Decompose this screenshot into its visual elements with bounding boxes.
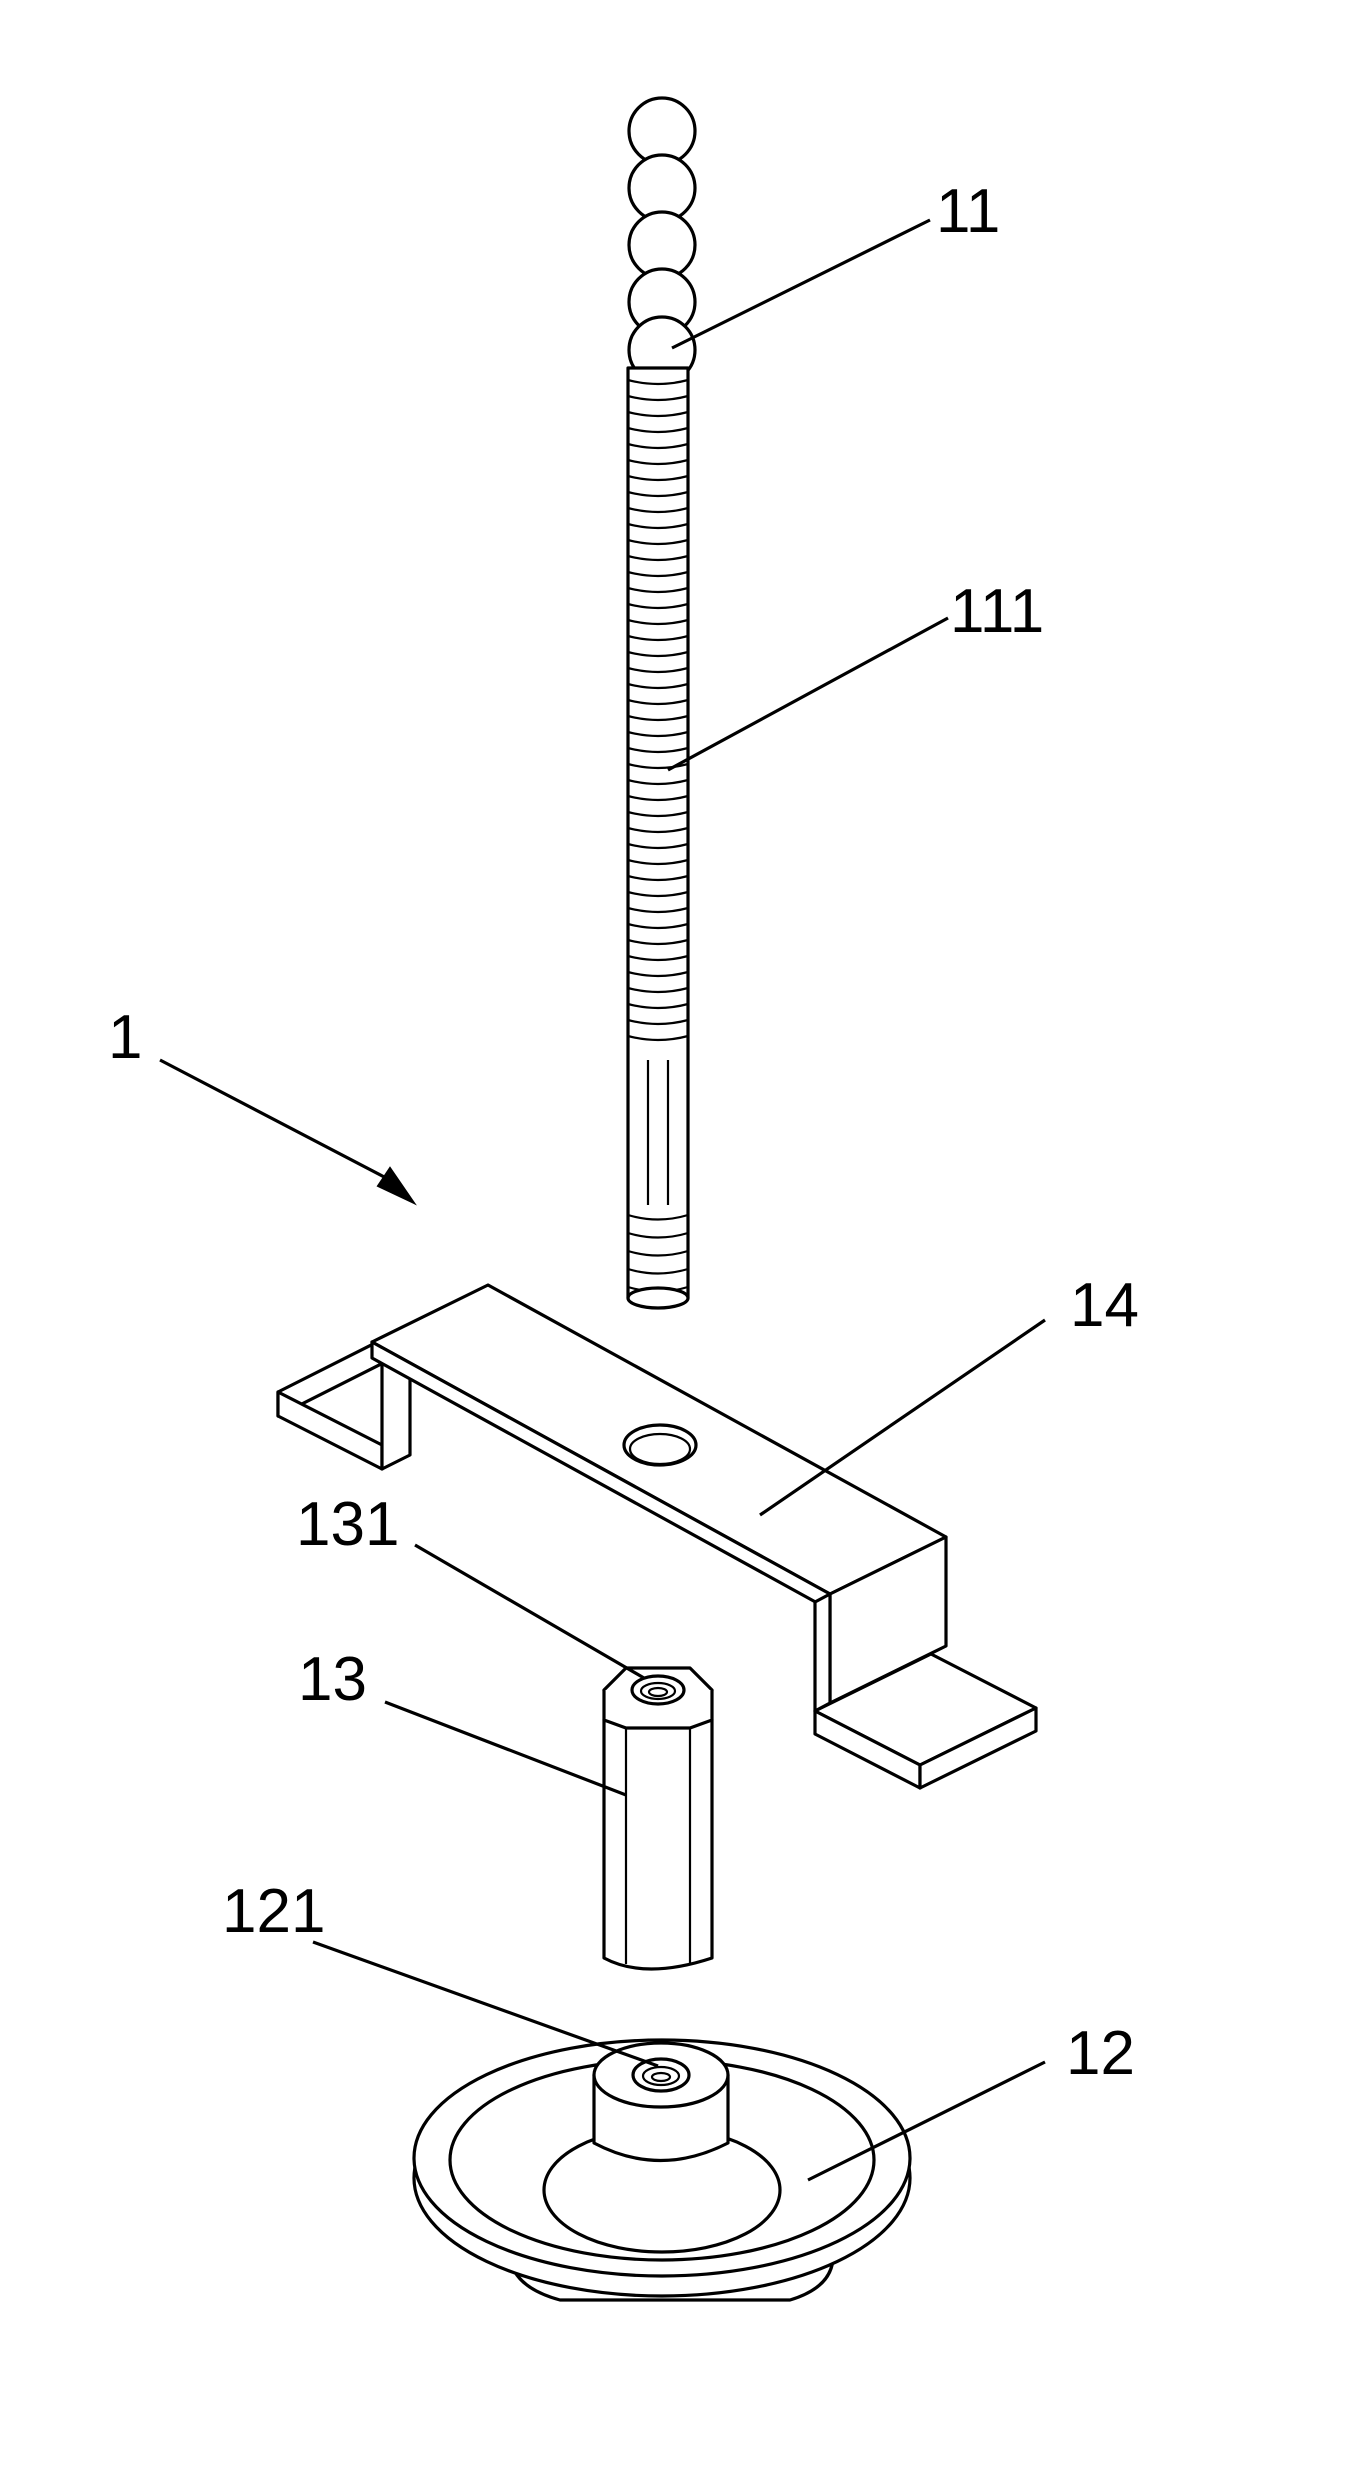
thread-ring	[627, 858, 689, 866]
thread-ring	[627, 602, 689, 610]
rod-lower-rings	[627, 1213, 689, 1293]
bracket-part	[276, 1283, 1038, 1790]
label-suction-base: 12	[1066, 2019, 1135, 2088]
thread-ring	[627, 426, 689, 434]
thread-ring	[627, 986, 689, 994]
thread-ring	[627, 890, 689, 898]
thread-ring	[627, 490, 689, 498]
label-bracket: 14	[1070, 1271, 1139, 1340]
thread-ring	[627, 954, 689, 962]
suction-base-part	[412, 2038, 912, 2302]
thread-ring	[627, 442, 689, 450]
thread-ring	[627, 842, 689, 850]
thread-ring	[627, 938, 689, 946]
reference-labels: 11 111 1 14 131 13 121 12	[108, 177, 1139, 2088]
thread-ring	[627, 458, 689, 466]
thread-ring	[627, 618, 689, 626]
thread-ring	[627, 922, 689, 930]
thread-ring	[627, 1034, 689, 1042]
thread-ring	[627, 474, 689, 482]
rod-thread	[627, 378, 689, 1042]
leader-lines	[159, 218, 1046, 2182]
thread-ring	[627, 698, 689, 706]
thread-ring	[627, 682, 689, 690]
thread-ring	[627, 730, 689, 738]
thread-ring	[627, 506, 689, 514]
hex-nut-part	[602, 1666, 714, 1971]
lower-ring	[627, 1213, 689, 1221]
label-hex-nut: 13	[298, 1645, 367, 1714]
thread-ring	[627, 538, 689, 546]
thread-ring	[627, 378, 689, 386]
thread-ring	[627, 522, 689, 530]
thread-ring	[627, 714, 689, 722]
thread-ring	[627, 746, 689, 754]
label-nut-hole: 131	[296, 1490, 399, 1559]
thread-ring	[627, 874, 689, 882]
thread-ring	[627, 554, 689, 562]
rod-end	[626, 1286, 690, 1310]
thread-ring	[627, 810, 689, 818]
thread-ring	[627, 762, 689, 770]
label-ball-chain: 11	[936, 177, 1000, 246]
thread-ring	[627, 1002, 689, 1010]
label-threaded-section: 111	[950, 577, 1044, 646]
thread-ring	[627, 1018, 689, 1026]
thread-ring	[627, 394, 689, 402]
thread-ring	[627, 570, 689, 578]
lower-ring	[627, 1231, 689, 1239]
thread-ring	[627, 586, 689, 594]
thread-ring	[627, 410, 689, 418]
thread-ring	[627, 778, 689, 786]
thread-ring	[627, 794, 689, 802]
thread-ring	[627, 970, 689, 978]
lower-ring	[627, 1249, 689, 1257]
thread-ring	[627, 650, 689, 658]
thread-ring	[627, 906, 689, 914]
lower-ring	[627, 1267, 689, 1275]
thread-ring	[627, 634, 689, 642]
rod-part	[626, 96, 697, 1310]
label-base-hole: 121	[222, 1877, 325, 1946]
thread-ring	[627, 826, 689, 834]
thread-ring	[627, 666, 689, 674]
label-assembly: 1	[108, 1003, 142, 1072]
